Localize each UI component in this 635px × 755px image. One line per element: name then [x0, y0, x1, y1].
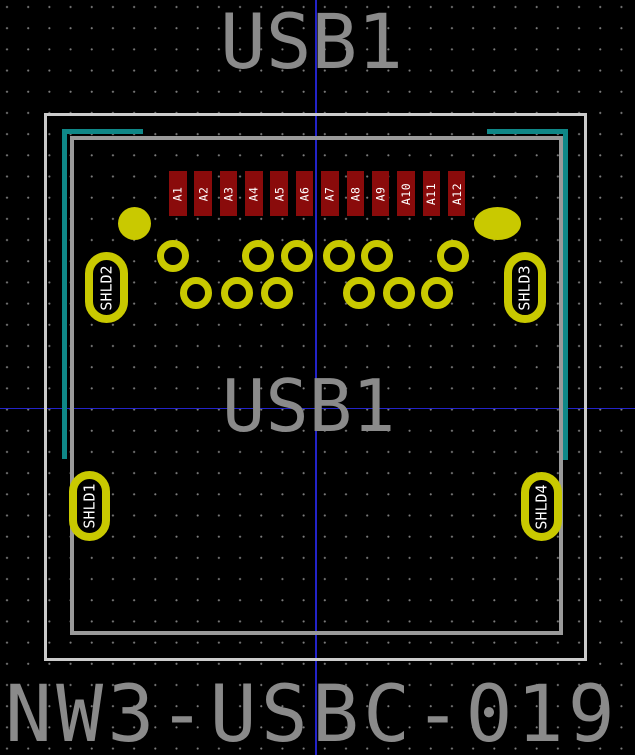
- through-hole-pad[interactable]: [342, 277, 375, 309]
- pad-label: SHLD2: [97, 264, 116, 311]
- pad-label: A10: [398, 182, 413, 205]
- origin-axis-horizontal: [0, 407, 635, 409]
- smd-pad-a7[interactable]: A7: [321, 171, 339, 216]
- shield-pad-shld4[interactable]: SHLD4: [521, 472, 562, 541]
- pad-label: A5: [272, 186, 287, 201]
- through-hole-pad[interactable]: [361, 240, 393, 272]
- through-hole-pad[interactable]: [157, 240, 189, 272]
- pad-label: SHLD3: [516, 264, 534, 311]
- through-hole-pad[interactable]: [242, 240, 274, 272]
- pad-label: SHLD1: [80, 483, 99, 529]
- pad-label: A4: [246, 186, 261, 201]
- origin-axis-vertical: [315, 0, 317, 755]
- mounting-hole-round[interactable]: [117, 207, 151, 240]
- pad-label: A12: [449, 182, 464, 205]
- pad-label: A11: [424, 182, 439, 205]
- shield-pad-shld3[interactable]: SHLD3: [504, 252, 546, 323]
- smd-pad-a12[interactable]: A12: [447, 171, 466, 216]
- pad-label: SHLD4: [532, 483, 551, 530]
- smd-pad-a9[interactable]: A9: [371, 171, 390, 216]
- smd-pad-a3[interactable]: A3: [219, 171, 238, 216]
- reference-text-fab[interactable]: USB1: [222, 364, 396, 448]
- through-hole-pad[interactable]: [281, 240, 313, 272]
- smd-pad-a6[interactable]: A6: [295, 171, 314, 216]
- pad-label: A2: [196, 186, 211, 201]
- courtyard-outline: [43, 113, 587, 661]
- smd-pad-a2[interactable]: A2: [194, 171, 212, 216]
- shield-pad-shld2[interactable]: SHLD2: [85, 252, 128, 323]
- reference-text-top[interactable]: USB1: [220, 0, 404, 86]
- smd-pad-a10[interactable]: A10: [397, 171, 415, 216]
- pad-label: A3: [221, 186, 236, 201]
- footprint-name-text[interactable]: NW3-USBC-019: [5, 670, 619, 755]
- shield-pad-shld1[interactable]: SHLD1: [69, 471, 110, 541]
- through-hole-pad[interactable]: [322, 240, 355, 272]
- through-hole-pad[interactable]: [261, 277, 293, 309]
- through-hole-pad[interactable]: [437, 240, 469, 272]
- smd-pad-a11[interactable]: A11: [422, 171, 440, 216]
- smd-pad-a8[interactable]: A8: [346, 171, 364, 216]
- smd-pad-a5[interactable]: A5: [270, 171, 288, 216]
- through-hole-pad[interactable]: [221, 277, 253, 309]
- smd-pad-a1[interactable]: A1: [169, 171, 187, 216]
- pad-label: A9: [373, 186, 388, 201]
- fab-bracket-left[interactable]: [62, 129, 143, 459]
- through-hole-pad[interactable]: [421, 277, 453, 309]
- through-hole-pad[interactable]: [382, 277, 415, 309]
- pad-label: A6: [297, 186, 312, 201]
- pad-label: A8: [348, 186, 363, 201]
- fab-bracket-right[interactable]: [487, 129, 568, 460]
- through-hole-pad[interactable]: [179, 277, 212, 309]
- pad-label: A1: [170, 186, 185, 201]
- silkscreen-outline[interactable]: [69, 136, 563, 635]
- pad-label: A7: [322, 186, 337, 201]
- smd-pad-a4[interactable]: A4: [245, 171, 263, 216]
- mounting-hole-oval[interactable]: [473, 207, 521, 240]
